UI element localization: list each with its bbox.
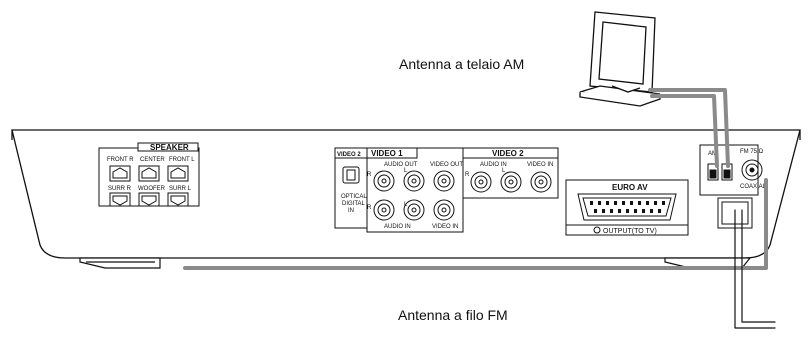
video1-block: VIDEO 1 AUDIO OUT VIDEO OUT R L R L AUDI…: [366, 147, 464, 233]
antenna-cables: [183, 88, 776, 329]
speaker-terminal-woofer: [138, 192, 160, 207]
power-cord-2: [741, 209, 776, 323]
optical-label-1: OPTICAL: [341, 194, 367, 200]
fm-coaxial-port: [741, 159, 763, 181]
video1-r-label-bottom: R: [367, 205, 372, 211]
speaker-woofer-label: WOOFER: [138, 186, 166, 192]
video2-block: VIDEO 2 AUDIO IN VIDEO IN R L: [462, 147, 559, 199]
optical-label-3: IN: [348, 208, 354, 214]
video2-r-label: R: [465, 172, 470, 178]
video1-l-label-top: L: [404, 168, 408, 174]
video1-audio-in-label: AUDIO IN: [384, 224, 411, 230]
video2-video-in-label: VIDEO IN: [527, 162, 553, 168]
speaker-terminal-center: [138, 165, 160, 182]
video1-l-label-bottom: L: [404, 202, 408, 208]
euro-av-output-label: OUTPUT(TO TV): [603, 228, 657, 235]
speaker-front-r-label: FRONT R: [107, 157, 134, 163]
fm-wire-cable: [183, 178, 768, 270]
speaker-surr-r-label: SURR R: [108, 186, 132, 192]
am-antenna-callout: Antenna a telaio AM: [399, 56, 524, 72]
fm-terminal-label: FM 75 Ω: [740, 149, 764, 155]
coaxial-label: COAXIAL: [740, 184, 767, 190]
speaker-terminal-front-l: [167, 165, 189, 182]
speaker-surr-l-label: SURR L: [169, 186, 192, 192]
video2-title: VIDEO 2: [492, 149, 524, 158]
speaker-title: SPEAKER: [150, 143, 189, 152]
speaker-terminal-surr-l: [167, 192, 189, 207]
fm-antenna-callout: Antenna a filo FM: [398, 307, 508, 323]
speaker-terminal-front-r: [109, 165, 131, 182]
speaker-block: SPEAKER FRONT R CENTER FRONT L SURR R WO…: [98, 142, 200, 207]
speaker-terminal-surr-r: [109, 192, 131, 207]
am-cable-2: [650, 94, 719, 168]
optical-port: [342, 166, 360, 184]
optical-video2-title: VIDEO 2: [337, 152, 361, 158]
speaker-front-l-label: FRONT L: [169, 157, 195, 163]
video1-title: VIDEO 1: [371, 149, 403, 158]
euro-av-block: EURO AV OUTPUT(TO TV): [565, 179, 689, 236]
optical-label-2: DIGITAL: [342, 201, 366, 207]
euro-av-title: EURO AV: [612, 183, 648, 192]
video2-l-label: L: [502, 168, 506, 174]
video1-video-out-label: VIDEO OUT: [430, 162, 463, 168]
speaker-center-label: CENTER: [140, 157, 165, 163]
video2-audio-in-label: AUDIO IN: [480, 162, 507, 168]
scart-connector: [577, 193, 677, 221]
power-cord-1: [734, 209, 776, 329]
video1-video-in-label: VIDEO IN: [432, 224, 458, 230]
am-loop-antenna: [579, 11, 661, 107]
unit-feet: [79, 257, 752, 269]
video1-audio-out-label: AUDIO OUT: [384, 162, 418, 168]
video1-r-label-top: R: [367, 172, 372, 178]
am-cable-1: [648, 88, 730, 168]
am-terminal-label: AM: [708, 151, 717, 157]
